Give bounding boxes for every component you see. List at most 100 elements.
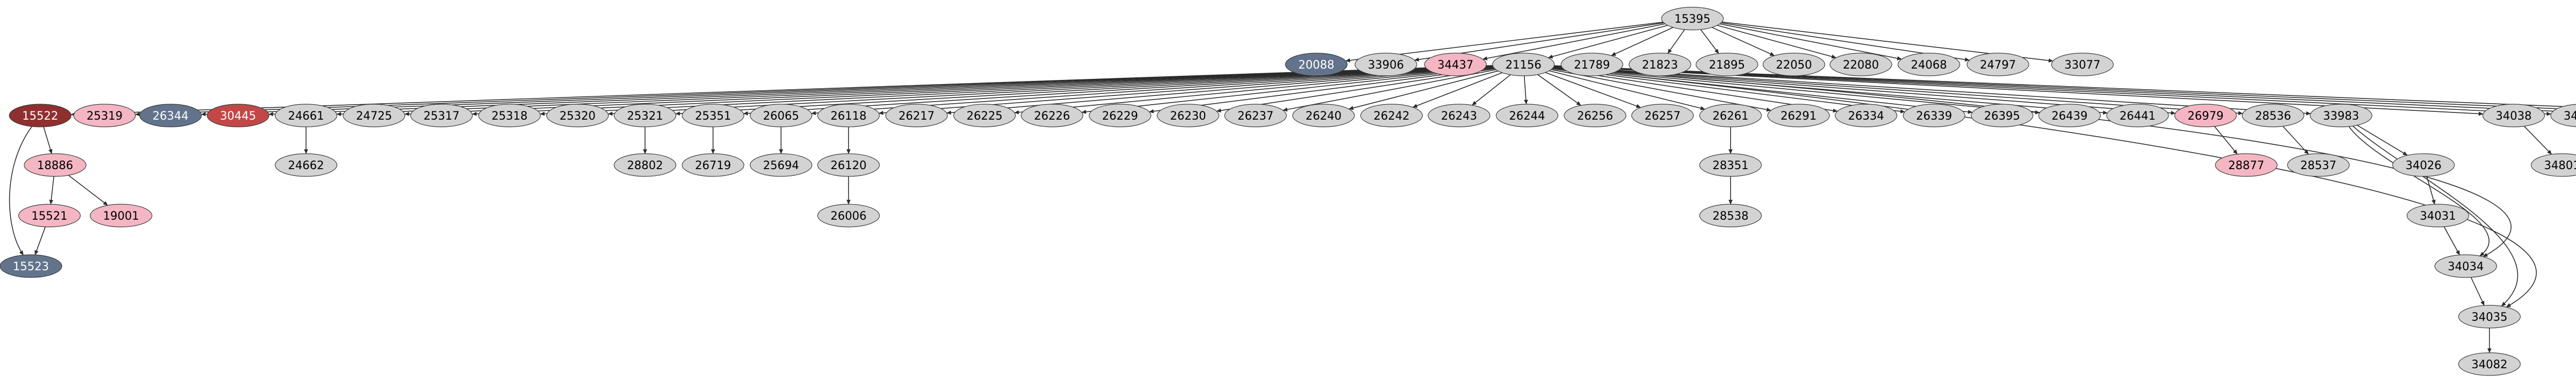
node-label-30445: 30445 <box>220 110 256 123</box>
node-label-25317: 25317 <box>423 110 460 123</box>
node-26334: 26334 <box>1835 104 1897 127</box>
node-25317: 25317 <box>410 104 473 127</box>
node-label-15522: 15522 <box>22 110 58 123</box>
node-15521: 15521 <box>18 204 81 227</box>
node-25351: 25351 <box>682 104 744 127</box>
edge-21156-26217 <box>946 67 1494 115</box>
edge-21156-26439 <box>1553 67 2040 114</box>
node-label-25320: 25320 <box>560 110 596 123</box>
edge-15395-21823 <box>1667 29 1685 54</box>
node-ellipse-34801 <box>2531 153 2576 177</box>
node-26344: 26344 <box>139 104 202 127</box>
edge-21156-26242 <box>1412 72 1503 108</box>
node-ellipse-25694 <box>750 153 812 177</box>
node-label-26344: 26344 <box>152 110 189 123</box>
node-26441: 26441 <box>2106 104 2169 127</box>
edge-15395-24068 <box>1719 23 1902 61</box>
edge-34034-34035 <box>2470 277 2485 306</box>
node-ellipse-24661 <box>275 104 337 127</box>
node-26217: 26217 <box>885 104 948 127</box>
node-ellipse-26439 <box>2038 104 2101 127</box>
node-ellipse-26065 <box>750 104 812 127</box>
node-ellipse-26226 <box>1021 104 1083 127</box>
node-ellipse-28351 <box>1699 153 1762 177</box>
node-21895: 21895 <box>1696 53 1758 76</box>
node-ellipse-26217 <box>885 104 948 127</box>
node-ellipse-15522 <box>9 104 72 127</box>
node-20088: 20088 <box>1285 53 1348 76</box>
node-ellipse-15395 <box>1661 7 1724 30</box>
node-ellipse-34038 <box>2482 104 2545 127</box>
node-label-28351: 28351 <box>1713 159 1749 172</box>
node-26118: 26118 <box>817 104 880 127</box>
node-ellipse-25319 <box>73 104 136 127</box>
edge-15522-18886 <box>43 126 53 154</box>
node-ellipse-21789 <box>1561 53 1623 76</box>
node-label-26240: 26240 <box>1306 110 1342 123</box>
node-34038: 34038 <box>2482 104 2545 127</box>
node-ellipse-26291 <box>1767 104 1830 127</box>
node-ellipse-21156 <box>1492 53 1555 76</box>
edge-33983-34026 <box>2357 125 2408 156</box>
node-33077: 33077 <box>2051 53 2114 76</box>
edge-21156-25321 <box>675 65 1493 116</box>
node-label-26439: 26439 <box>2052 110 2088 123</box>
node-24068: 24068 <box>1897 53 1960 76</box>
edge-18886-19001 <box>68 175 108 206</box>
node-label-22050: 22050 <box>1776 59 1812 72</box>
node-label-15523: 15523 <box>13 260 49 273</box>
node-26230: 26230 <box>1157 104 1219 127</box>
node-ellipse-24797 <box>1967 53 2029 76</box>
node-label-15521: 15521 <box>31 210 67 223</box>
node-26339: 26339 <box>1903 104 1965 127</box>
edge-18886-15521 <box>49 176 55 205</box>
edge-15395-21895 <box>1700 29 1719 54</box>
node-label-26261: 26261 <box>1713 110 1749 123</box>
node-25319: 25319 <box>73 104 136 127</box>
node-24661: 24661 <box>275 104 337 127</box>
node-label-25694: 25694 <box>763 159 799 172</box>
node-label-26334: 26334 <box>1848 110 1884 123</box>
node-ellipse-26261 <box>1699 104 1762 127</box>
node-25320: 25320 <box>546 104 609 127</box>
node-label-33906: 33906 <box>1368 59 1404 72</box>
node-21156: 21156 <box>1492 53 1555 76</box>
node-ellipse-34034 <box>2434 254 2497 278</box>
node-25318: 25318 <box>478 104 541 127</box>
node-label-18886: 18886 <box>37 159 73 172</box>
edge-21156-26344 <box>201 65 1493 117</box>
node-ellipse-28536 <box>2242 104 2304 127</box>
node-label-26339: 26339 <box>1916 110 1952 123</box>
node-ellipse-19001 <box>90 204 152 227</box>
node-label-34035: 34035 <box>2471 311 2507 324</box>
node-label-24797: 24797 <box>1980 59 2016 72</box>
node-label-26256: 26256 <box>1577 110 1613 123</box>
node-ellipse-26979 <box>2174 104 2237 127</box>
node-26120: 26120 <box>817 153 880 177</box>
node-ellipse-26237 <box>1224 104 1287 127</box>
node-ellipse-26120 <box>817 153 880 177</box>
node-ellipse-26229 <box>1089 104 1151 127</box>
node-ellipse-34437 <box>1424 53 1487 76</box>
node-34031: 34031 <box>2406 204 2469 227</box>
node-label-34082: 34082 <box>2471 358 2507 371</box>
node-label-26237: 26237 <box>1238 110 1274 123</box>
edge-21156-26230 <box>1216 68 1495 113</box>
edge-15521-15523 <box>35 226 46 255</box>
node-ellipse-33906 <box>1354 53 1417 76</box>
node-28537: 28537 <box>2287 153 2350 177</box>
edge-34038-34801 <box>2523 126 2552 155</box>
node-ellipse-25321 <box>614 104 676 127</box>
node-ellipse-26334 <box>1835 104 1897 127</box>
node-26065: 26065 <box>750 104 812 127</box>
node-label-33077: 33077 <box>2064 59 2100 72</box>
node-ellipse-24068 <box>1897 53 1960 76</box>
node-label-26230: 26230 <box>1170 110 1206 123</box>
node-34035: 34035 <box>2458 305 2521 329</box>
node-21823: 21823 <box>1629 53 1691 76</box>
node-15395: 15395 <box>1661 7 1724 30</box>
node-ellipse-21895 <box>1696 53 1758 76</box>
node-15523: 15523 <box>0 254 62 278</box>
